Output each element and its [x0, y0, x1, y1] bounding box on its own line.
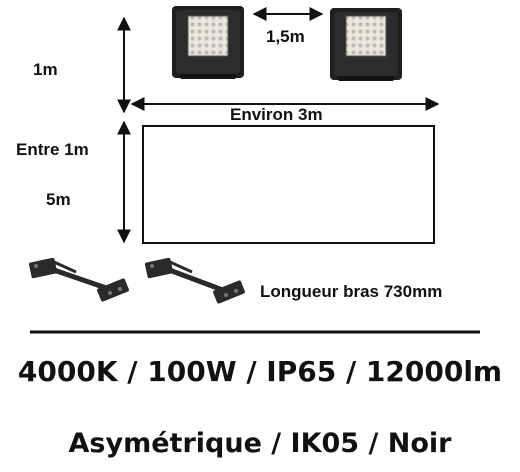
spec-line-1: 4000K / 100W / IP65 / 12000lm	[17, 355, 503, 388]
wall-bracket-icon	[28, 257, 129, 302]
label-height-top: 1m	[33, 60, 58, 79]
floodlight-icon	[330, 8, 402, 81]
floodlight-icon	[172, 6, 244, 79]
spec-line-2: Asymétrique / IK05 / Noir	[68, 428, 452, 459]
lit-area-rectangle	[142, 125, 435, 244]
label-arm-length: Longueur bras 730mm	[260, 282, 443, 301]
label-height-area: 5m	[46, 190, 71, 209]
label-distance: Entre 1m	[16, 140, 89, 159]
label-spacing: 1,5m	[266, 27, 305, 46]
wall-bracket-icon	[144, 257, 245, 304]
label-width-span: Environ 3m	[230, 105, 323, 124]
